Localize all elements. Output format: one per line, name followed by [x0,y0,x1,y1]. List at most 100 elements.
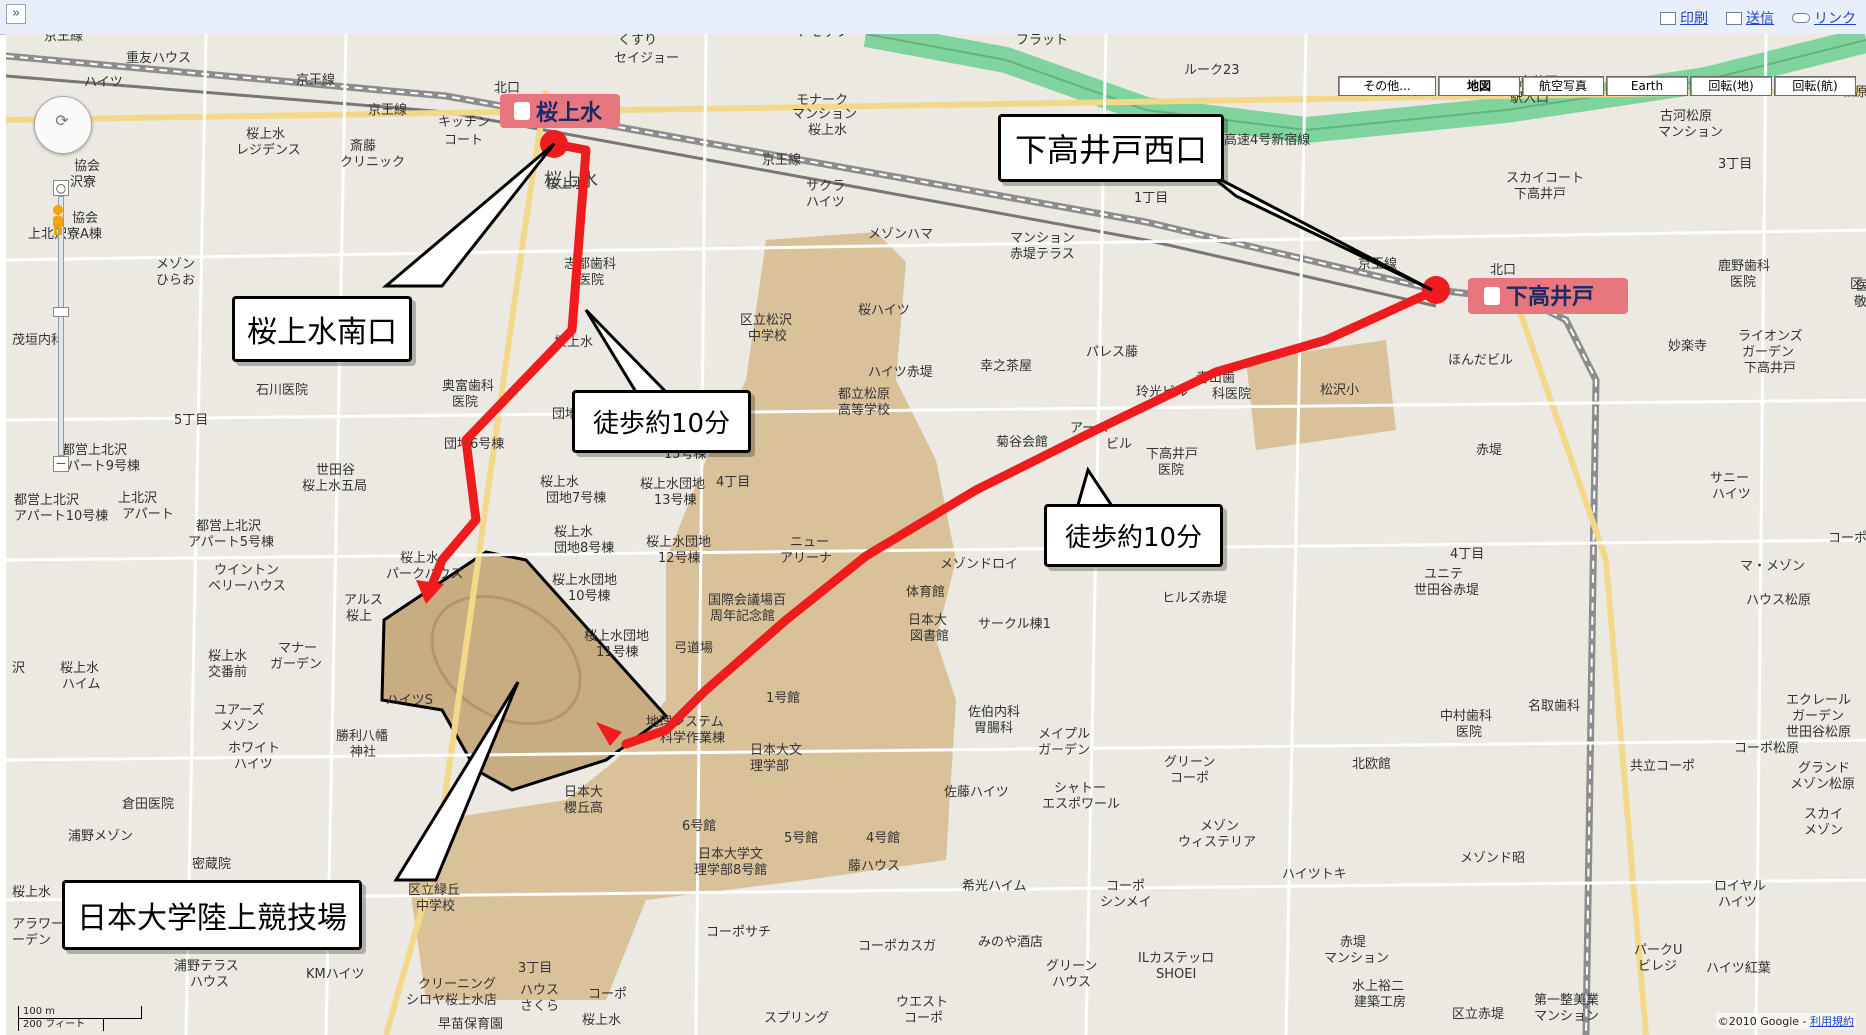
map-label: 京王線 [296,72,335,88]
map-label: ガーデン [270,656,322,672]
map-label: さくら [520,999,559,1014]
map-label: コーポ松原 [1734,741,1799,756]
map-type-button[interactable]: Earth [1606,76,1688,96]
print-link[interactable]: 印刷 [1660,8,1708,28]
map-viewport[interactable]: 桜上水 下高井戸 京王線重友ハウスハイツ京王線京王線北口くすりセイジョートモザワ… [6,34,1866,1035]
map-label: ルーク23 [1184,63,1240,78]
shimotakaido-station-label: 下高井戸 [1506,284,1594,309]
rotate-icon[interactable]: ⟳ [55,111,69,130]
map-label: スプリング [764,1011,829,1026]
map-label: 高等学校 [838,402,890,418]
map-label: アルス [344,593,383,608]
map-label: 共立コーポ [1630,759,1695,774]
send-link[interactable]: 送信 [1726,8,1774,28]
map-label: 5号館 [784,831,818,846]
map-label: 密蔵院 [192,856,231,872]
map-label: 4丁目 [1450,547,1484,562]
map-label: ILカステッロ [1138,951,1214,966]
map-label: メゾン [156,257,195,272]
map-label: マンション [1010,231,1075,246]
map-type-button[interactable]: 回転(航) [1774,76,1856,96]
map-label: アパート [122,507,174,522]
map-label: ほんだビル [1448,353,1513,368]
scale-imperial: 200 フィート [18,1019,104,1031]
map-label: 勝利八幡 [336,729,388,744]
map-label: 赤堤 [1340,935,1366,950]
map-label: 桜上水団地 [552,573,617,588]
map-label: 沢 [12,661,25,676]
map-label: 医院 [452,395,478,410]
link-link[interactable]: リンク [1792,8,1856,28]
map-type-button[interactable]: 地図 [1438,76,1520,96]
map-label: 古河松原 [1660,109,1712,124]
map-label: 浦野テラス [174,959,239,974]
top-toolbar: » 印刷 送信 リンク [0,0,1866,35]
map-label: シンメイ [1100,895,1152,910]
zoom-out-button[interactable]: － [53,456,69,472]
map-label: 桜上水団地 [584,629,649,644]
map-label: 医院 [578,273,604,288]
map-label: 奥富歯科 [442,378,494,394]
map-label: 上北沢寮A棟 [28,226,102,242]
map-label: ハイツトキ [1282,867,1347,882]
map-label: 希光ハイム [962,879,1026,894]
pan-control[interactable]: ⟳ [34,96,92,154]
map-label: マナー [278,641,317,656]
map-label: 5丁目 [174,413,208,428]
map-label: コーポ [588,987,627,1002]
map-label: グリーン [1046,959,1097,974]
map-label: ウエスト [896,995,948,1010]
map-canvas[interactable]: 桜上水 下高井戸 京王線重友ハウスハイツ京王線京王線北口くすりセイジョートモザワ… [6,34,1866,1035]
map-label: 倉田医院 [122,797,174,812]
map-label: 13号棟 [654,493,697,508]
map-type-button[interactable]: 回転(地) [1690,76,1772,96]
map-label: ハイツ [806,195,845,210]
map-label: 医院 [1730,275,1756,290]
map-label: ハウス [190,975,229,990]
zoom-track[interactable] [58,196,64,456]
map-type-button[interactable]: 航空写真 [1522,76,1604,96]
sakurajosui-station-box [500,94,620,128]
map-label: 日本大学文 [698,846,763,862]
map-label: ウイントン [214,563,279,578]
map-label: ガーデン [1792,708,1844,724]
map-label: 科医院 [1212,387,1251,402]
expand-panel-button[interactable]: » [6,4,26,24]
map-label: シャトー [1054,781,1106,796]
map-label: KMハイツ [306,967,364,982]
map-label: 区立緑丘 [408,883,460,898]
map-label: 世田谷松原 [1786,725,1851,740]
map-label: ガーデン [1038,742,1090,758]
callout-walk-left: 徒歩約10分 [572,390,752,453]
map-label: 交番前 [208,664,247,680]
map-label: 区立 [1850,277,1866,292]
send-label: 送信 [1746,11,1774,27]
zoom-in-button[interactable]: ○ [53,180,69,196]
map-label: 団地6号棟 [444,437,504,452]
zoom-slider[interactable]: ○ － [53,180,69,472]
map-label: ひらお [156,273,195,288]
district-label: 桜上水 [544,170,598,191]
map-label: ビル [1106,437,1132,452]
copyright-text: ©2010 Google - [1717,1015,1810,1028]
toolbar-links: 印刷 送信 リンク [1660,8,1856,28]
map-label: マンション [792,107,857,122]
map-label: 建築工房 [1354,994,1406,1010]
keio-line-track2 [6,74,1437,308]
map-label: コーポ [1106,879,1145,894]
map-label: SHOEI [1156,967,1196,982]
map-label: ハイツ [234,757,273,772]
map-type-button[interactable]: その他... [1338,76,1436,96]
zoom-thumb[interactable] [53,307,69,317]
map-label: 敬 [1854,294,1866,310]
street-view-pegman-icon[interactable] [48,204,68,236]
map-label: アパート5号棟 [188,535,274,550]
terms-link[interactable]: 利用規約 [1810,1015,1854,1028]
map-label: 11号棟 [596,645,639,660]
map-label: 赤堤 [1476,443,1502,458]
map-label: ハイツ紅葉 [1706,961,1771,976]
map-label: アパート9号棟 [54,459,140,474]
pointer-stadium [393,681,520,882]
map-label: 菊谷会館 [996,435,1048,450]
map-label: 京王線 [368,102,407,118]
